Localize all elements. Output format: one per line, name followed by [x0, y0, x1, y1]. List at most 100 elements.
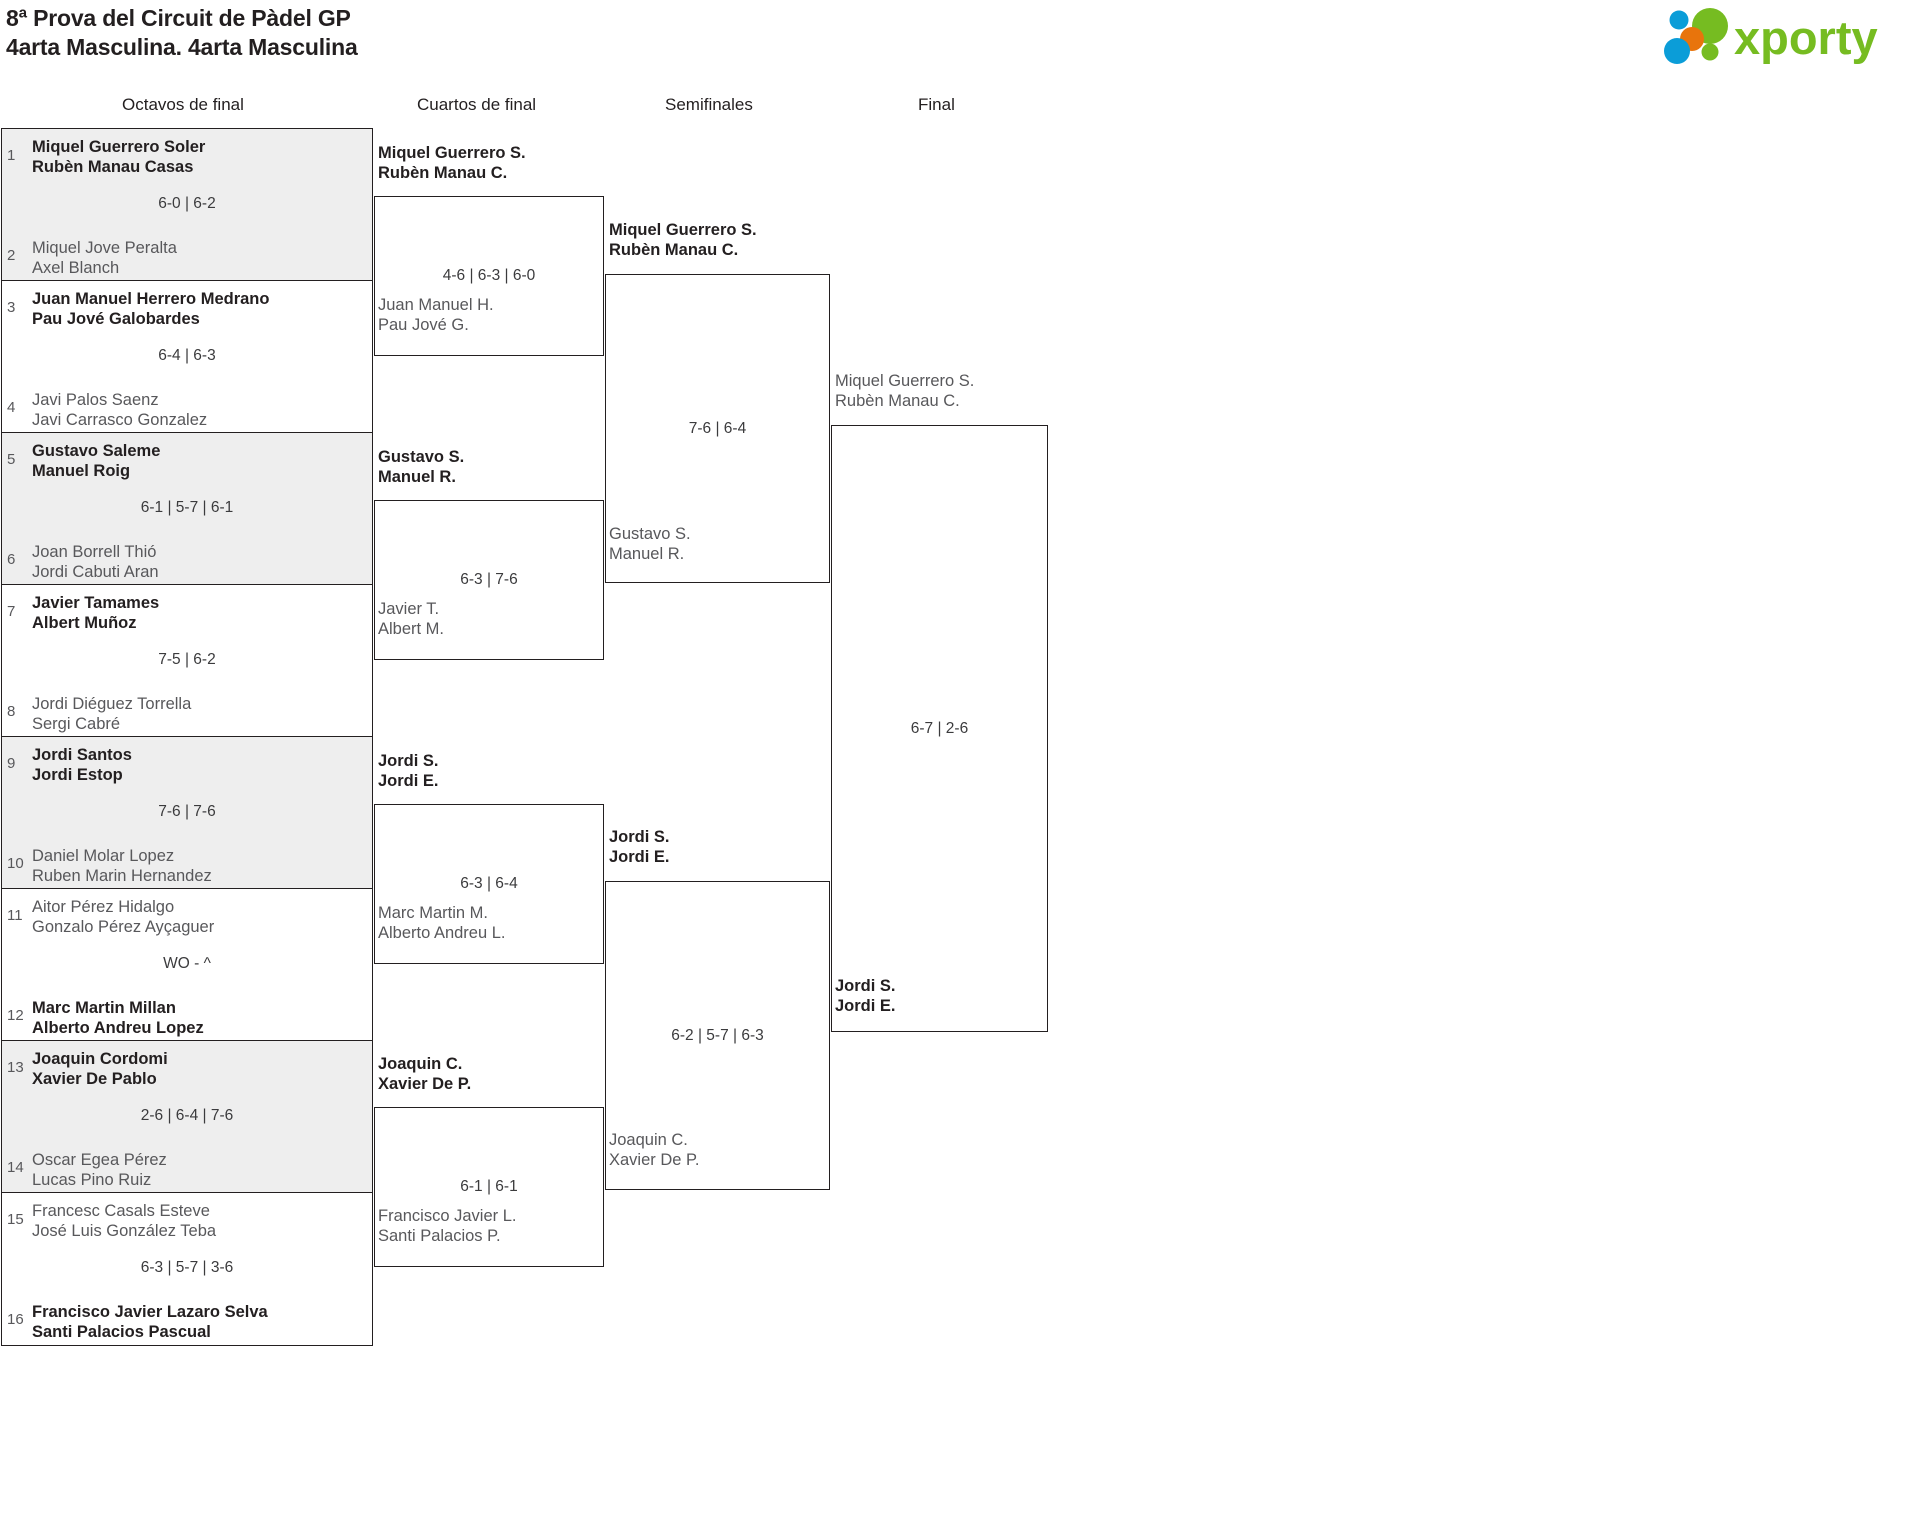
r3-connector-2: 6-2 | 5-7 | 6-3 — [605, 881, 830, 1190]
player-name: Miquel Guerrero S. — [835, 372, 975, 390]
player-name: Jordi E. — [378, 771, 439, 790]
match-score: 7-6 | 6-4 — [688, 419, 747, 437]
seed-number: 11 — [7, 907, 23, 924]
player-name: Javier T. — [378, 600, 440, 618]
r2-team-bottom-1[interactable]: Juan Manuel H. Pau Jové G. — [378, 296, 494, 335]
player-name: Lucas Pino Ruiz — [32, 1170, 152, 1189]
seed-number: 15 — [7, 1211, 24, 1228]
player-name: Miquel Guerrero S. — [378, 144, 526, 162]
player-name: Rubèn Manau Casas — [32, 157, 194, 176]
player-name: Manuel R. — [378, 467, 456, 486]
team-bottom[interactable]: Joan Borrell Thió Jordi Cabuti Aran — [32, 543, 159, 582]
player-name: Rubèn Manau C. — [835, 391, 960, 410]
xporty-logo[interactable]: xporty — [1662, 6, 1902, 64]
r2-team-bottom-2[interactable]: Javier T. Albert M. — [378, 600, 444, 639]
r4-team-top-1[interactable]: Miquel Guerrero S. Rubèn Manau C. — [835, 372, 974, 411]
team-top[interactable]: Miquel Guerrero Soler Rubèn Manau Casas — [32, 138, 205, 177]
r2-team-top-2[interactable]: Gustavo S. Manuel R. — [378, 448, 464, 487]
team-top[interactable]: Francesc Casals Esteve José Luis Gonzále… — [32, 1202, 216, 1241]
seed-number: 7 — [7, 603, 16, 620]
player-name: Marc Martin M. — [378, 904, 489, 922]
player-name: Marc Martin Millan — [32, 999, 176, 1017]
r2-team-top-1[interactable]: Miquel Guerrero S. Rubèn Manau C. — [378, 144, 526, 183]
player-name: Manuel Roig — [32, 461, 131, 480]
seed-number: 4 — [7, 399, 16, 416]
player-name: Juan Manuel Herrero Medrano — [32, 290, 270, 308]
r3-team-bottom-2[interactable]: Joaquin C. Xavier De P. — [609, 1131, 700, 1170]
match-score: 6-2 | 5-7 | 6-3 — [671, 1026, 764, 1044]
r3-team-bottom-1[interactable]: Gustavo S. Manuel R. — [609, 525, 691, 564]
match-score: 6-4 | 6-3 — [158, 347, 216, 364]
team-bottom[interactable]: Oscar Egea Pérez Lucas Pino Ruiz — [32, 1151, 167, 1190]
seed-number: 1 — [7, 147, 16, 164]
player-name: Jordi S. — [609, 828, 670, 846]
player-name: Manuel R. — [609, 544, 685, 563]
seed-number: 12 — [7, 1007, 24, 1024]
r1-match-1[interactable]: 1 2 Miquel Guerrero Soler Rubèn Manau Ca… — [2, 129, 372, 281]
seed-number: 2 — [7, 247, 16, 264]
r1-match-8[interactable]: 15 16 Francesc Casals Esteve José Luis G… — [2, 1193, 372, 1345]
match-score: 4-6 | 6-3 | 6-0 — [442, 267, 536, 284]
match-score: 2-6 | 6-4 | 7-6 — [140, 1107, 234, 1124]
match-score: 7-6 | 7-6 — [158, 803, 216, 820]
player-name: Aitor Pérez Hidalgo — [32, 898, 175, 916]
team-top[interactable]: Javier Tamames Albert Muñoz — [32, 594, 159, 633]
r3-team-top-1[interactable]: Miquel Guerrero S. Rubèn Manau C. — [609, 221, 757, 260]
player-name: Joaquin C. — [378, 1055, 463, 1073]
player-name: Joaquin Cordomi — [32, 1050, 168, 1068]
match-score: 7-5 | 6-2 — [158, 651, 216, 668]
player-name: Rubèn Manau C. — [378, 163, 508, 182]
seed-number: 10 — [7, 855, 24, 872]
round-heading-cuartos: Cuartos de final — [417, 95, 537, 114]
tournament-subtitle: 4arta Masculina. 4arta Masculina — [6, 34, 358, 60]
r3-team-top-2[interactable]: Jordi S. Jordi E. — [609, 828, 670, 867]
round-heading-octavos: Octavos de final — [122, 95, 244, 114]
player-name: Rubèn Manau C. — [609, 240, 739, 259]
r2-team-bottom-3[interactable]: Marc Martin M. Alberto Andreu L. — [378, 904, 506, 943]
team-top[interactable]: Juan Manuel Herrero Medrano Pau Jové Gal… — [32, 290, 269, 329]
seed-number: 6 — [7, 551, 16, 568]
team-bottom[interactable]: Francisco Javier Lazaro Selva Santi Pala… — [32, 1303, 268, 1342]
r1-match-4[interactable]: 7 8 Javier Tamames Albert Muñoz 7-5 | 6-… — [2, 585, 372, 737]
round-heading-semifinales: Semifinales — [665, 95, 753, 114]
player-name: Oscar Egea Pérez — [32, 1151, 167, 1169]
r1-match-5[interactable]: 9 10 Jordi Santos Jordi Estop 7-6 | 7-6 … — [2, 737, 372, 889]
match-score: 6-3 | 5-7 | 3-6 — [140, 1259, 234, 1276]
player-name: Pau Jové Galobardes — [32, 309, 200, 328]
round1-octavos: 1 2 Miquel Guerrero Soler Rubèn Manau Ca… — [1, 128, 373, 1346]
player-name: Joaquin C. — [609, 1131, 688, 1149]
r1-match-3[interactable]: 5 6 Gustavo Saleme Manuel Roig 6-1 | 5-7… — [2, 433, 372, 585]
player-name: Javier Tamames — [32, 594, 160, 612]
team-top[interactable]: Aitor Pérez Hidalgo Gonzalo Pérez Ayçagu… — [32, 898, 214, 937]
logo-dots — [1664, 8, 1728, 64]
team-bottom[interactable]: Daniel Molar Lopez Ruben Marin Hernandez — [32, 847, 212, 886]
r2-team-top-3[interactable]: Jordi S. Jordi E. — [378, 752, 439, 791]
team-bottom[interactable]: Miquel Jove Peralta Axel Blanch — [32, 239, 177, 278]
r1-match-7[interactable]: 13 14 Joaquin Cordomi Xavier De Pablo 2-… — [2, 1041, 372, 1193]
player-name: Alberto Andreu L. — [378, 923, 506, 942]
r2-team-top-4[interactable]: Joaquin C. Xavier De P. — [378, 1055, 471, 1094]
player-name: Javi Palos Saenz — [32, 391, 159, 409]
r3-connector-1: 7-6 | 6-4 — [605, 274, 830, 583]
r2-team-bottom-4[interactable]: Francisco Javier L. Santi Palacios P. — [378, 1207, 516, 1246]
player-name: Francesc Casals Esteve — [32, 1202, 210, 1220]
player-name: Jordi S. — [378, 752, 439, 770]
seed-number: 3 — [7, 299, 16, 316]
round-heading-final: Final — [918, 95, 955, 114]
player-name: Xavier De P. — [609, 1150, 700, 1169]
player-name: Alberto Andreu Lopez — [32, 1018, 204, 1037]
team-bottom[interactable]: Marc Martin Millan Alberto Andreu Lopez — [32, 999, 204, 1038]
team-top[interactable]: Jordi Santos Jordi Estop — [32, 746, 132, 785]
team-bottom[interactable]: Javi Palos Saenz Javi Carrasco Gonzalez — [32, 391, 207, 430]
r4-team-bottom-champion[interactable]: Jordi S. Jordi E. — [835, 977, 896, 1016]
player-name: Santi Palacios Pascual — [32, 1322, 211, 1341]
team-bottom[interactable]: Jordi Diéguez Torrella Sergi Cabré — [32, 695, 191, 734]
seed-number: 16 — [7, 1311, 24, 1328]
r1-match-6[interactable]: 11 12 Aitor Pérez Hidalgo Gonzalo Pérez … — [2, 889, 372, 1041]
player-name: Juan Manuel H. — [378, 296, 494, 314]
r2-connector-2: 6-3 | 7-6 — [374, 500, 604, 660]
r1-match-2[interactable]: 3 4 Juan Manuel Herrero Medrano Pau Jové… — [2, 281, 372, 433]
team-top[interactable]: Gustavo Saleme Manuel Roig — [32, 442, 160, 481]
team-top[interactable]: Joaquin Cordomi Xavier De Pablo — [32, 1050, 168, 1089]
match-score: 6-7 | 2-6 — [910, 719, 969, 737]
